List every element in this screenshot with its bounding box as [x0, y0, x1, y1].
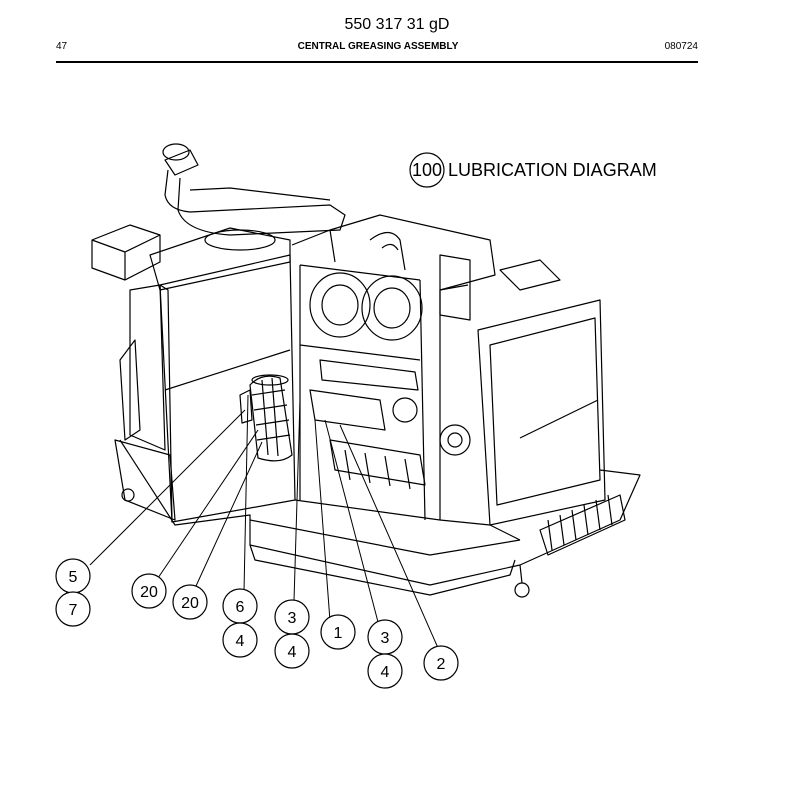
callout-4-b: 4	[274, 633, 310, 669]
machine-illustration	[91, 143, 641, 598]
svg-text:3: 3	[288, 610, 297, 627]
callout-4-a: 4	[222, 622, 258, 658]
ref-number-circle	[409, 152, 445, 188]
document-number: 550 317 31 gD	[344, 16, 450, 33]
callout-7: 7	[55, 591, 91, 627]
svg-text:4: 4	[288, 644, 297, 661]
svg-text:5: 5	[69, 569, 78, 586]
callout-20-right: 20	[172, 584, 208, 620]
callout-2: 2	[423, 645, 459, 681]
callout-3-a: 3	[274, 599, 310, 635]
date-code: 080724	[664, 41, 698, 52]
diagram-heading: 100 LUBRICATION DIAGRAM	[409, 152, 657, 188]
svg-text:6: 6	[236, 599, 245, 616]
callout-5: 5	[55, 558, 91, 594]
svg-text:1: 1	[334, 625, 343, 642]
callouts: 5 7 20 20 6 4 3 4 1 3 4 2	[55, 558, 459, 689]
svg-text:4: 4	[381, 664, 390, 681]
svg-text:2: 2	[437, 656, 446, 673]
svg-text:20: 20	[140, 584, 158, 601]
page-number: 47	[56, 41, 68, 52]
leader-lines	[89, 394, 439, 649]
svg-text:7: 7	[69, 602, 78, 619]
callout-1: 1	[320, 614, 356, 650]
callout-3-b: 3	[367, 619, 403, 655]
callout-4-c: 4	[367, 653, 403, 689]
svg-text:3: 3	[381, 630, 390, 647]
callout-20-left: 20	[131, 573, 167, 609]
section-title: CENTRAL GREASING ASSEMBLY	[297, 41, 459, 52]
diagram-title: LUBRICATION DIAGRAM	[448, 160, 657, 180]
ref-number: 100	[412, 160, 442, 180]
svg-text:20: 20	[181, 595, 199, 612]
svg-text:4: 4	[236, 633, 245, 650]
callout-6: 6	[222, 588, 258, 624]
header-rule	[56, 61, 698, 63]
